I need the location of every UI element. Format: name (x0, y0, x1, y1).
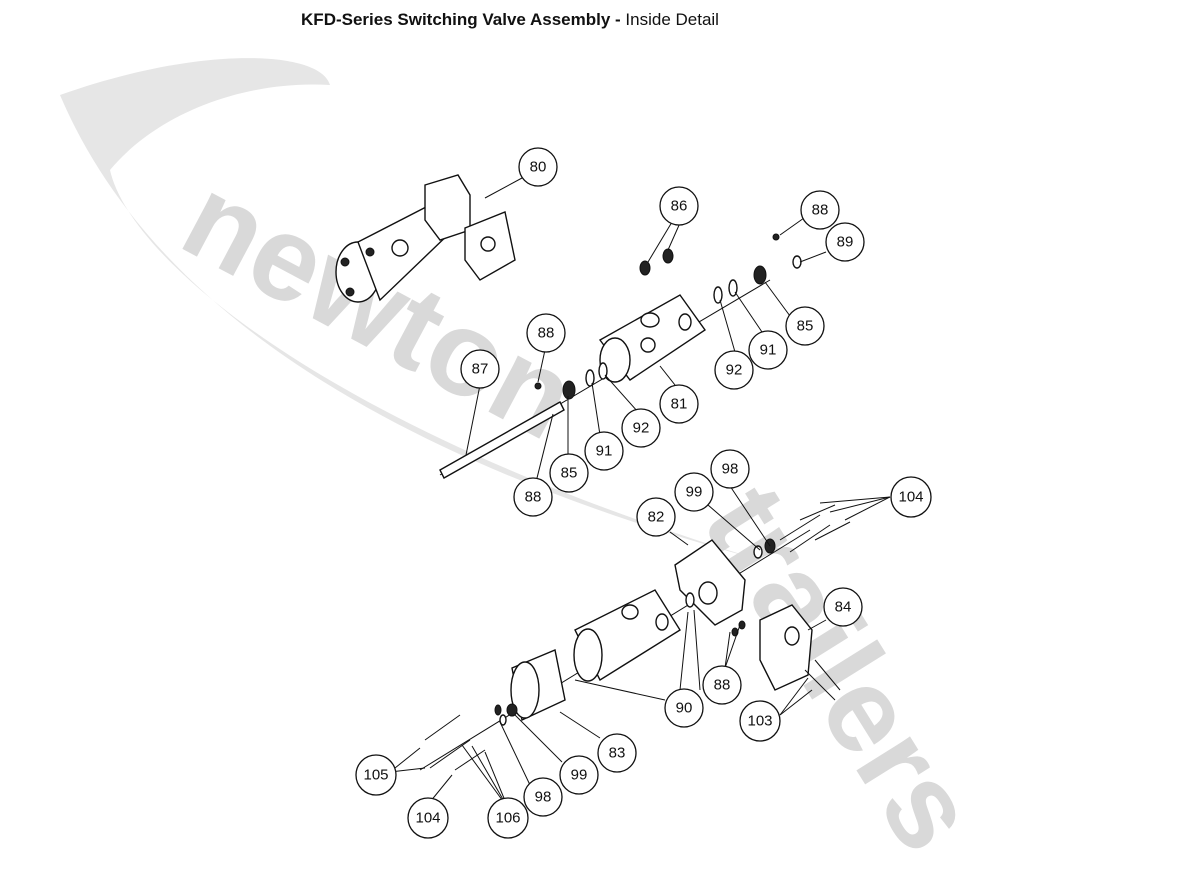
callout-91-left-label: 91 (596, 443, 613, 460)
callout-84-label: 84 (835, 599, 852, 616)
callout-80-label: 80 (530, 159, 547, 176)
callout-103: 103 (739, 700, 781, 742)
callout-88-top-label: 88 (812, 202, 829, 219)
callout-98-bottom: 98 (523, 777, 563, 817)
callout-91-left: 91 (584, 431, 624, 471)
callout-99-bottom-label: 99 (571, 767, 588, 784)
callout-99-top-label: 99 (686, 484, 703, 501)
callout-91-right: 91 (748, 330, 788, 370)
callout-88-lower-label: 88 (714, 677, 731, 694)
part-87-shaft (439, 401, 565, 479)
callout-104-right-label: 104 (898, 489, 923, 506)
callout-105-label: 105 (363, 767, 388, 784)
title-normal: Inside Detail (625, 10, 719, 29)
diagram-title: KFD-Series Switching Valve Assembly - In… (0, 10, 1020, 30)
callout-106: 106 (487, 797, 529, 839)
callout-88-mid: 88 (526, 313, 566, 353)
part-80-assembled-valve (335, 174, 516, 303)
callout-89: 89 (825, 222, 865, 262)
callout-86-label: 86 (671, 198, 688, 215)
callout-91-right-label: 91 (760, 342, 777, 359)
callout-82-label: 82 (648, 509, 665, 526)
callout-85-right: 85 (785, 306, 825, 346)
callout-87-label: 87 (472, 361, 489, 378)
callout-104-left: 104 (407, 797, 449, 839)
callout-99-bottom: 99 (559, 755, 599, 795)
callout-88-bottom-label: 88 (525, 489, 542, 506)
callout-92-right: 92 (714, 350, 754, 390)
callout-81: 81 (659, 384, 699, 424)
callout-105: 105 (355, 754, 397, 796)
callout-86: 86 (659, 186, 699, 226)
callout-98-top-label: 98 (722, 461, 739, 478)
callout-83-label: 83 (609, 745, 626, 762)
title-bold: KFD-Series Switching Valve Assembly - (301, 10, 626, 29)
callout-92-left-label: 92 (633, 420, 650, 437)
callout-83: 83 (597, 733, 637, 773)
callout-104-right: 104 (890, 476, 932, 518)
leader-lines (389, 177, 891, 809)
callout-88-lower: 88 (702, 665, 742, 705)
callout-85-right-label: 85 (797, 318, 814, 335)
callout-90: 90 (664, 688, 704, 728)
callout-103-label: 103 (747, 713, 772, 730)
watermark-swoosh (60, 58, 760, 560)
upper-springs-rings (534, 233, 802, 414)
lower-assembly (424, 504, 851, 771)
callout-98-bottom-label: 98 (535, 789, 552, 806)
callout-82: 82 (636, 497, 676, 537)
callout-87: 87 (460, 349, 500, 389)
callout-90-label: 90 (676, 700, 693, 717)
callout-85-left-label: 85 (561, 465, 578, 482)
part-81-valve-body (598, 294, 706, 383)
callout-88-bottom: 88 (513, 477, 553, 517)
callout-92-right-label: 92 (726, 362, 743, 379)
callout-99-top: 99 (674, 472, 714, 512)
callout-98-top: 98 (710, 449, 750, 489)
callout-104-left-label: 104 (415, 810, 440, 827)
callout-88-mid-label: 88 (538, 325, 555, 342)
callout-106-label: 106 (495, 810, 520, 827)
callout-89-label: 89 (837, 234, 854, 251)
callout-92-left: 92 (621, 408, 661, 448)
callout-80: 80 (518, 147, 558, 187)
callout-84: 84 (823, 587, 863, 627)
callout-81-label: 81 (671, 396, 688, 413)
callout-88-top: 88 (800, 190, 840, 230)
callout-85-left: 85 (549, 453, 589, 493)
